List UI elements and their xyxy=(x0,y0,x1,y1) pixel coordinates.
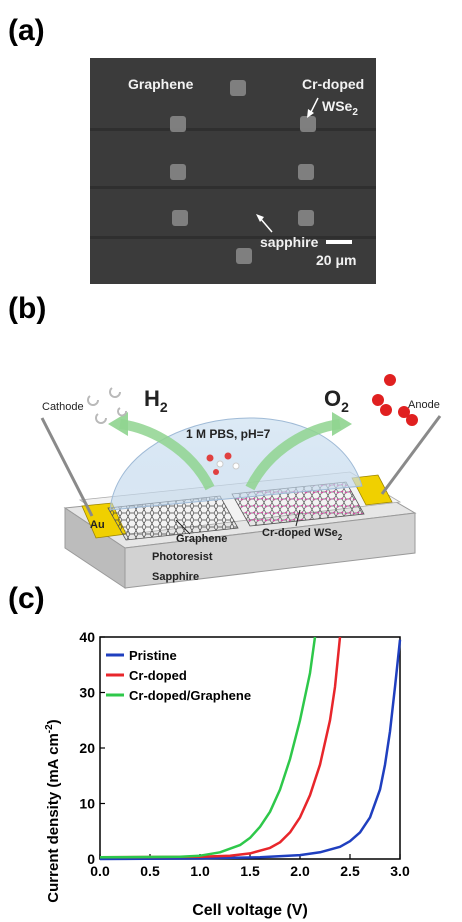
x-tick-label: 2.0 xyxy=(290,863,310,879)
legend-label-2: Cr-doped/Graphene xyxy=(129,688,251,703)
sem-label-wse2: WSe2 xyxy=(322,98,358,118)
sem-label-sapphire: sapphire xyxy=(260,234,319,250)
o2-arrow xyxy=(245,419,341,491)
sem-flake xyxy=(236,248,252,264)
sem-arrows xyxy=(256,97,319,233)
sem-flake xyxy=(170,164,186,180)
sem-flake xyxy=(298,210,314,226)
sapphire-side xyxy=(124,512,416,589)
sem-flake xyxy=(298,164,314,180)
panel-label-c: (c) xyxy=(8,582,45,615)
y-tick-label: 30 xyxy=(79,685,95,701)
sem-label-graphene: Graphene xyxy=(128,76,194,92)
anode-needle xyxy=(380,415,442,495)
y-tick-label: 0 xyxy=(87,851,95,867)
sem-flake xyxy=(300,116,316,132)
sem-flake xyxy=(170,116,186,132)
o2-molecules xyxy=(372,374,418,426)
x-tick-label: 3.0 xyxy=(390,863,410,879)
sem-stripe xyxy=(90,186,376,189)
sapphire-label: Sapphire xyxy=(152,571,199,583)
anode-label: Anode xyxy=(408,399,440,411)
y-axis-label: Current density (mA cm-2) xyxy=(44,719,62,902)
cathode-label: Cathode xyxy=(42,401,84,413)
polarization-chart: 0.0 0.5 1.0 1.5 2.0 2.5 3.0 0 10 20 30 40 PristineC… xyxy=(44,629,410,919)
x-tick-label: 0.5 xyxy=(140,863,160,879)
y-tick-label: 40 xyxy=(79,629,95,645)
x-tick-label: 1.5 xyxy=(240,863,260,879)
scale-bar-label: 20 μm xyxy=(316,252,357,268)
x-tick-label: 1.0 xyxy=(190,863,210,879)
sem-label-cr-doped: Cr-doped xyxy=(302,76,365,92)
photoresist-label: Photoresist xyxy=(152,551,213,563)
o2-label: O2 xyxy=(324,386,349,415)
h2-arrow xyxy=(119,419,215,491)
series-line-1 xyxy=(99,636,342,859)
series-line-2 xyxy=(99,636,317,859)
sem-flake xyxy=(230,80,246,96)
sem-flake xyxy=(172,210,188,226)
scale-bar xyxy=(326,240,352,244)
legend-label-0: Pristine xyxy=(129,648,177,663)
panel-label-b: (b) xyxy=(8,292,47,325)
y-tick-label: 20 xyxy=(79,740,95,756)
cathode-needle xyxy=(40,417,94,517)
x-axis-label: Cell voltage (V) xyxy=(192,902,308,919)
sem-stripe xyxy=(90,128,376,131)
au-label: Au xyxy=(90,519,105,531)
graphene-label: Graphene xyxy=(176,533,227,545)
x-tick-label: 0.0 xyxy=(90,863,110,879)
sem-image: Graphene Cr-doped WSe2 sapphire 20 μm xyxy=(90,58,376,284)
wse2-label: Cr-doped WSe2 xyxy=(262,527,343,542)
series-line-0 xyxy=(99,639,402,861)
electrolyte-label: 1 M PBS, pH=7 xyxy=(186,427,271,441)
legend-label-1: Cr-doped xyxy=(129,668,187,683)
au-pad-right xyxy=(351,474,393,506)
sem-stripe xyxy=(90,236,376,239)
ion-spheres xyxy=(206,452,240,475)
h2-molecules xyxy=(87,387,127,424)
device-schematic: Cathode Anode H2 O2 1 M PBS, pH=7 Au Gra… xyxy=(40,374,442,589)
x-tick-label: 2.5 xyxy=(340,863,360,879)
panel-label-a: (a) xyxy=(8,14,45,47)
h2-label: H2 xyxy=(144,386,168,415)
y-tick-label: 10 xyxy=(79,796,95,812)
